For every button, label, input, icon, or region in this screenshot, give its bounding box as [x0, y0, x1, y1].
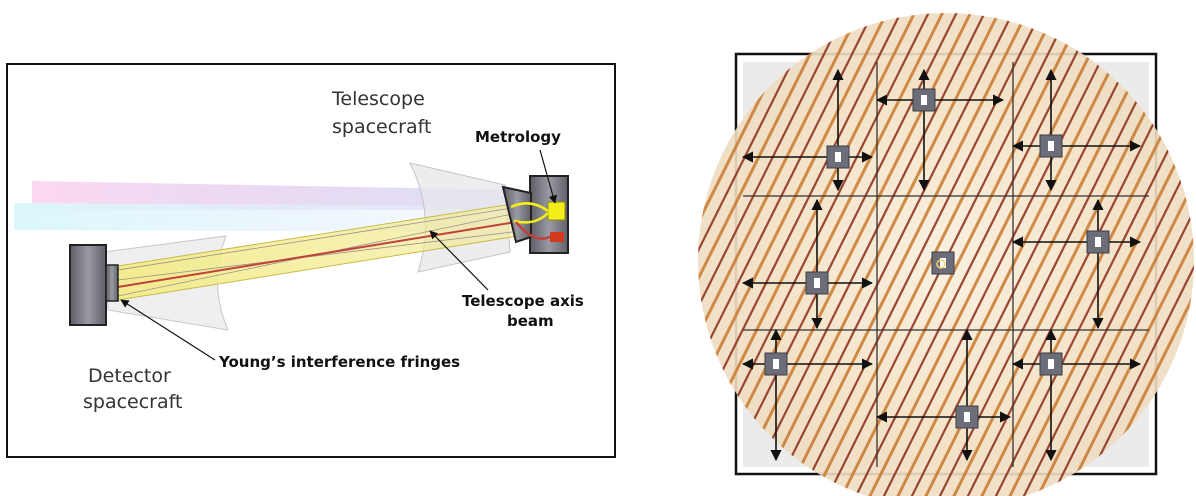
detector-window — [940, 258, 946, 268]
metrology-label: Metrology — [475, 128, 561, 146]
axis-label-line2: beam — [507, 312, 554, 330]
detector-window — [1048, 141, 1054, 151]
segment-grid — [743, 62, 1149, 467]
telescope-secondary — [501, 185, 532, 244]
detector-window — [814, 278, 820, 288]
detector-window — [1095, 237, 1101, 247]
detector-window — [964, 412, 970, 422]
detector-window — [773, 359, 779, 369]
laser-source — [550, 232, 564, 242]
detector-window — [1048, 359, 1054, 369]
detector-label-line1: Detector — [88, 365, 171, 387]
axis-beam-line — [117, 221, 517, 288]
fringes-label: Young’s interference fringes — [218, 353, 460, 371]
detector-units — [741, 68, 1142, 462]
center-target-ring — [936, 259, 946, 269]
detector-spacecraft — [69, 244, 107, 326]
metrology-pointer — [539, 149, 557, 204]
axis-pointer — [429, 230, 489, 291]
detector-window — [921, 95, 927, 105]
axis-label-line1: Telescope axis — [462, 292, 584, 310]
incoming-beam-pink — [32, 181, 520, 210]
left-diagram: Telescope spacecraft Metrology Telescope… — [6, 63, 616, 458]
detector-label-line2: spacecraft — [83, 391, 182, 413]
metrology-source — [547, 201, 566, 221]
telescope-label-line2: spacecraft — [332, 116, 431, 138]
detector-plate — [105, 264, 119, 302]
fringes-pointer — [120, 299, 216, 361]
detector-window — [835, 152, 841, 162]
telescope-label-line1: Telescope — [331, 88, 425, 110]
